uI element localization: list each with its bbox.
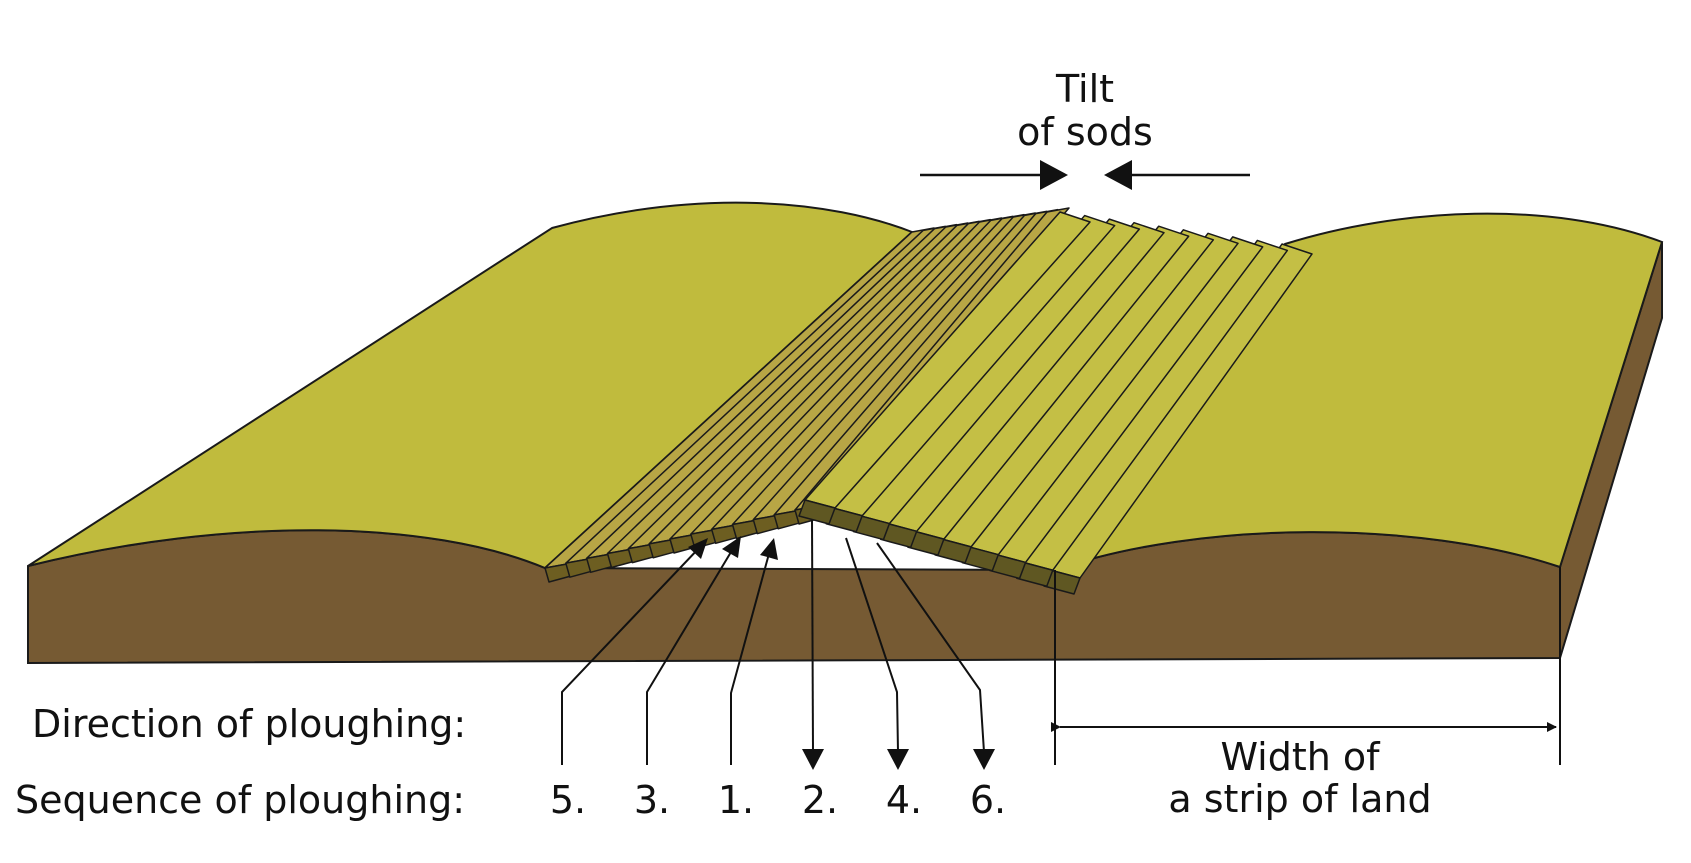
pointer-5-arrow-icon (688, 538, 708, 559)
pointer-6-arrow-icon (973, 749, 995, 770)
sod-right-end-1 (798, 499, 836, 525)
sequence-number-2: 2. (802, 778, 838, 822)
pointer-1 (730, 549, 771, 765)
pointer-2-arrow-icon (802, 749, 824, 770)
sequence-number-4: 4. (886, 778, 922, 822)
right-field-surface (1052, 212, 1664, 572)
sequence-number-1: 1. (718, 778, 754, 822)
pointer-3-arrow-icon (722, 536, 741, 558)
sequence-number-3: 3. (634, 778, 670, 822)
tilt-arrow-right-icon (1040, 160, 1068, 190)
pointer-5 (561, 546, 701, 765)
soil-front-face (27, 529, 1561, 665)
ploughed-sods (544, 207, 1313, 595)
sequence-pointers (561, 519, 995, 770)
direction-label: Direction of ploughing: (32, 702, 466, 746)
pointer-3 (646, 546, 735, 765)
width-label-line1: Width of (1220, 735, 1381, 779)
pointer-1-arrow-icon (760, 538, 778, 560)
sequence-label: Sequence of ploughing: (15, 778, 465, 822)
sequence-number-6: 6. (970, 778, 1006, 822)
pointer-4 (845, 537, 899, 753)
pointer-2 (811, 519, 814, 753)
tilt-label-line1: Tilt (1055, 67, 1114, 111)
sequence-number-5: 5. (550, 778, 586, 822)
pointer-6 (876, 542, 985, 753)
tilt-label-line2: of sods (1017, 110, 1153, 154)
pointer-4-arrow-icon (887, 749, 909, 770)
tilt-arrows (920, 160, 1250, 190)
width-label-line2: a strip of land (1168, 777, 1431, 821)
tilt-arrow-left-icon (1104, 160, 1132, 190)
